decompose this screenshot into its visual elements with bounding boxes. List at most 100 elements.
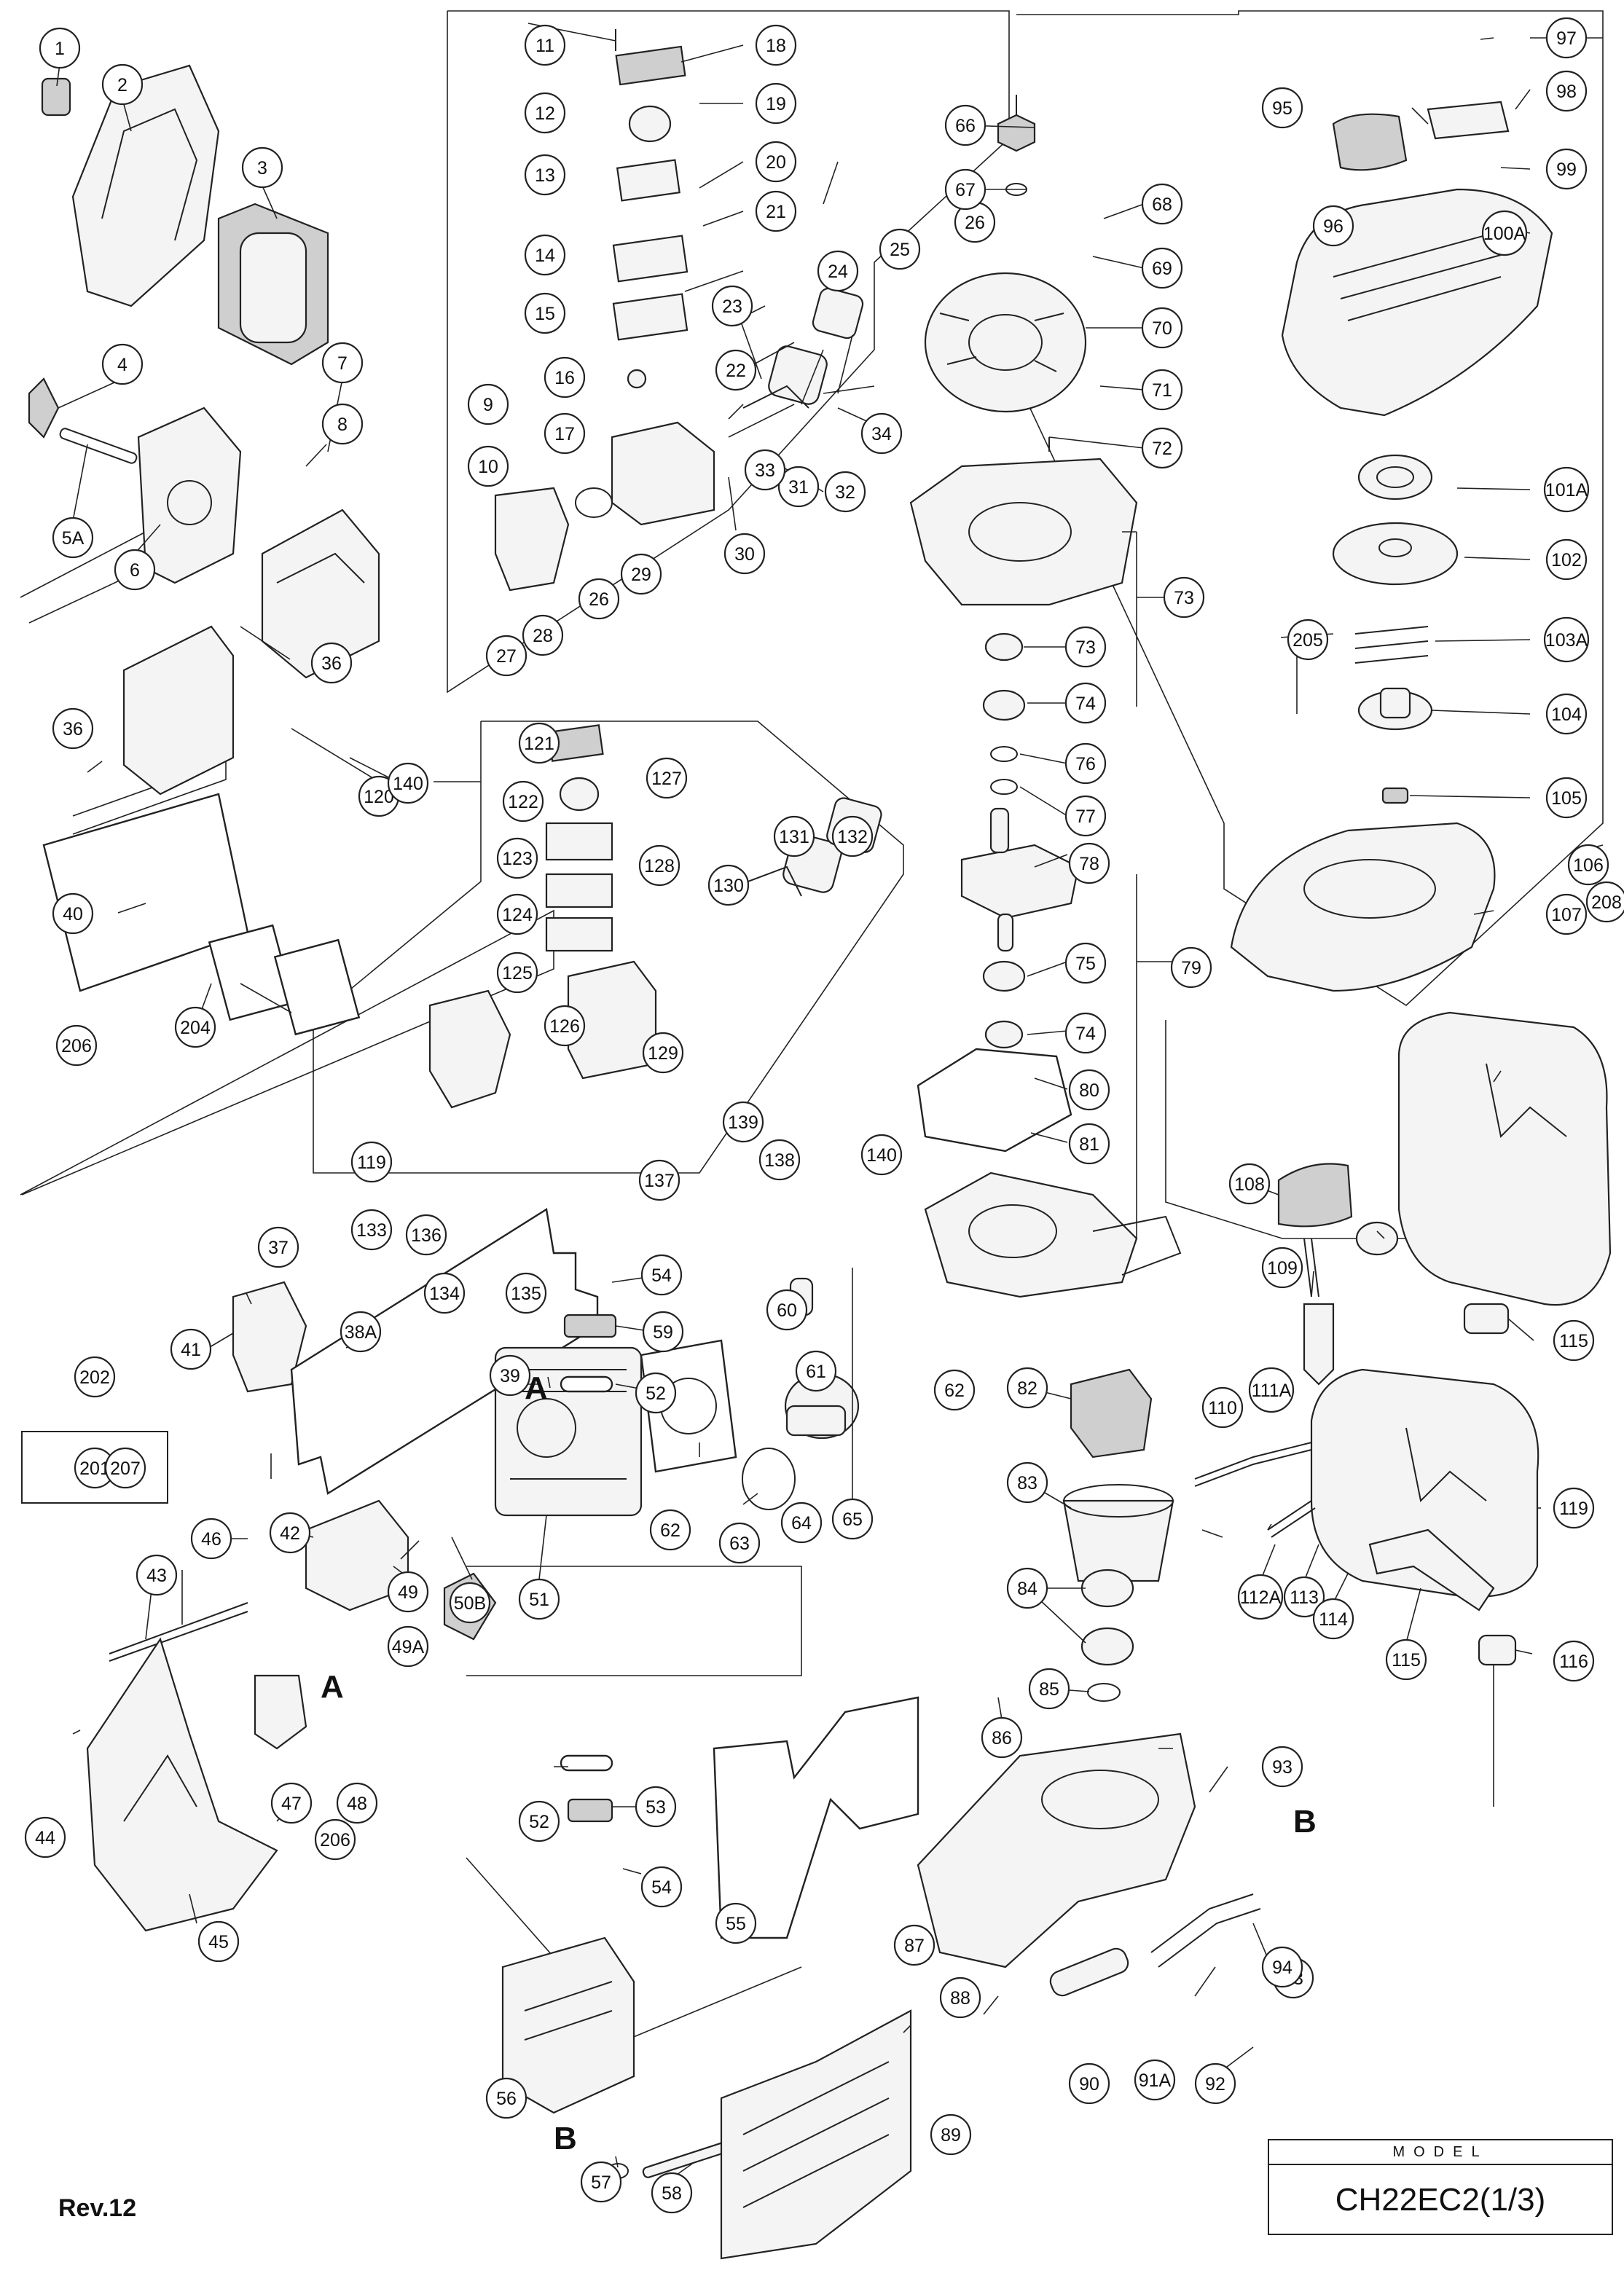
part-callout-36: 36 <box>310 642 353 684</box>
callout-number: 12 <box>535 103 555 124</box>
part-callout-69: 69 <box>1141 247 1183 289</box>
callout-circle <box>755 141 797 183</box>
callout-circle <box>1312 1598 1354 1640</box>
callout-circle <box>518 722 560 764</box>
part-callout-4: 4 <box>101 343 144 385</box>
callout-number: 7 <box>337 353 348 374</box>
part-callout-61: 61 <box>795 1350 837 1392</box>
part-callout-49: 49 <box>387 1571 429 1613</box>
callout-circle <box>1068 1123 1110 1165</box>
part-callout-202: 202 <box>74 1356 116 1398</box>
callout-number: 57 <box>591 2172 611 2193</box>
callout-number: 83 <box>1017 1473 1037 1493</box>
callout-circle <box>1283 1576 1325 1618</box>
callout-number: 60 <box>777 1300 797 1321</box>
callout-circle <box>1545 70 1588 112</box>
part-callout-127: 127 <box>646 757 688 799</box>
part-callout-51: 51 <box>518 1578 560 1620</box>
part-callout-25: 25 <box>879 228 921 270</box>
part-callout-5a: 5A <box>52 517 94 559</box>
callout-number: 77 <box>1075 806 1096 827</box>
callout-number: 108 <box>1234 1174 1265 1195</box>
callout-number: 98 <box>1556 82 1577 102</box>
callout-circle <box>544 356 586 399</box>
callout-circle <box>24 1816 66 1858</box>
callout-circle <box>1545 893 1588 935</box>
callout-number: 29 <box>631 565 651 585</box>
callout-circle <box>1553 1319 1595 1362</box>
part-callout-43: 43 <box>136 1554 178 1596</box>
callout-number: 96 <box>1323 216 1343 237</box>
part-callout-89: 89 <box>930 2113 972 2156</box>
part-callout-112a: 112A <box>1237 1574 1284 1620</box>
callout-circle <box>522 614 564 656</box>
callout-number: 13 <box>535 165 555 186</box>
callout-number: 20 <box>766 152 786 173</box>
part-callout-58: 58 <box>651 2172 693 2214</box>
callout-number: 134 <box>429 1284 460 1304</box>
callout-circle <box>715 1902 757 1944</box>
part-callout-101a: 101A <box>1543 466 1590 513</box>
callout-circle <box>449 1582 491 1624</box>
callout-circle <box>711 285 753 327</box>
part-callout-70: 70 <box>1141 307 1183 349</box>
part-callout-115: 115 <box>1553 1319 1595 1362</box>
part-callout-59: 59 <box>642 1311 684 1353</box>
callout-circle <box>314 1818 356 1861</box>
callout-circle <box>467 383 509 425</box>
callout-circle <box>1028 1668 1070 1710</box>
callout-circle <box>518 1578 560 1620</box>
part-callout-28: 28 <box>522 614 564 656</box>
part-callout-56: 56 <box>485 2077 527 2119</box>
part-callout-49a: 49A <box>387 1625 429 1668</box>
callout-circle <box>423 1272 466 1314</box>
callout-circle <box>1170 946 1212 989</box>
callout-circle <box>1543 616 1590 663</box>
callout-circle <box>755 190 797 232</box>
part-callout-62: 62 <box>933 1369 976 1411</box>
callout-circle <box>1068 1069 1110 1111</box>
callout-circle <box>1141 247 1183 289</box>
callout-number: 75 <box>1075 954 1096 974</box>
part-callout-116: 116 <box>1553 1640 1595 1682</box>
callout-number: 21 <box>766 202 786 222</box>
callout-number: 22 <box>726 361 746 381</box>
callout-number: 100A <box>1483 224 1526 244</box>
part-callout-119: 119 <box>350 1141 393 1183</box>
callout-number: 63 <box>729 1534 750 1554</box>
part-callout-67: 67 <box>944 168 986 211</box>
part-callouts: 12345A6789101112131415161718192021222324… <box>21 17 1624 2214</box>
callout-circle <box>170 1328 212 1370</box>
callout-number: 46 <box>201 1529 221 1550</box>
callout-number: 34 <box>871 424 892 444</box>
callout-circle <box>640 1866 683 1908</box>
part-callout-91a: 91A <box>1134 2059 1176 2101</box>
part-callout-109: 109 <box>1261 1247 1303 1289</box>
callout-circle <box>893 1924 935 1966</box>
revision-label: Rev.12 <box>58 2194 137 2222</box>
callout-circle <box>496 893 538 935</box>
part-callout-23: 23 <box>711 285 753 327</box>
callout-circle <box>981 1716 1023 1759</box>
callout-circle <box>485 2077 527 2119</box>
callout-number: 119 <box>357 1153 386 1173</box>
callout-number: 26 <box>589 589 609 610</box>
part-callout-135: 135 <box>505 1272 547 1314</box>
callout-number: 116 <box>1559 1652 1588 1672</box>
callout-circle <box>485 635 527 677</box>
callout-number: 206 <box>320 1830 350 1850</box>
part-callout-79: 79 <box>1170 946 1212 989</box>
part-callout-96: 96 <box>1312 205 1354 247</box>
callout-number: 6 <box>130 560 140 581</box>
callout-number: 68 <box>1152 195 1172 215</box>
part-callout-20: 20 <box>755 141 797 183</box>
callout-circle <box>933 1369 976 1411</box>
callout-number: 40 <box>63 904 83 924</box>
part-callout-137: 137 <box>638 1159 680 1201</box>
callout-circle <box>310 642 353 684</box>
callout-circle <box>1141 307 1183 349</box>
part-callout-95: 95 <box>1261 87 1303 129</box>
part-callout-74: 74 <box>1064 1012 1107 1054</box>
part-callout-53: 53 <box>635 1786 677 1828</box>
callout-circle <box>642 1032 684 1074</box>
